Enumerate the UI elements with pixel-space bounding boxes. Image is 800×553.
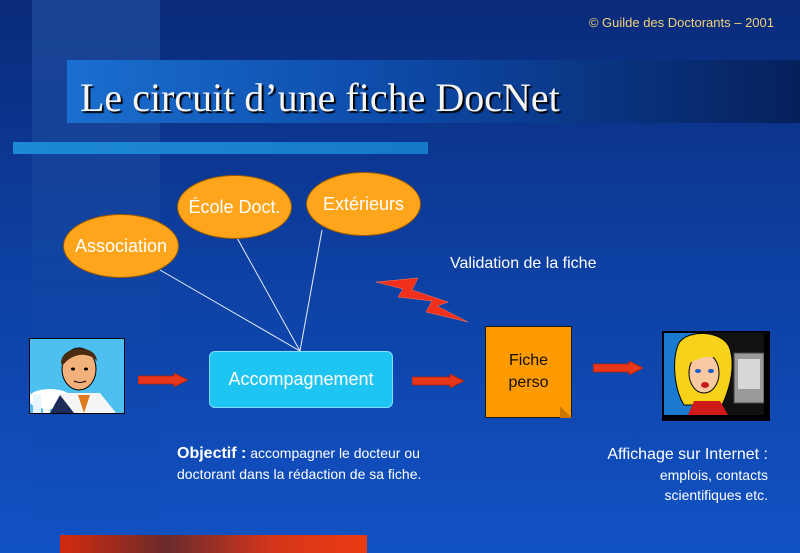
line-association: [159, 269, 301, 352]
objectif-note: Objectif : accompagner le docteur ou doc…: [177, 443, 467, 484]
affichage-note: Affichage sur Internet : emplois, contac…: [508, 444, 768, 505]
oval-association-label: Association: [74, 235, 168, 256]
title-bar: [67, 60, 800, 123]
fiche-perso-document: Fiche perso: [485, 326, 572, 418]
man-portrait-icon: [30, 339, 124, 413]
title-underline: [13, 142, 428, 154]
copyright-text: © Guilde des Doctorants – 2001: [588, 15, 774, 30]
lightning-icon: [375, 277, 469, 323]
accompagnement-box: Accompagnement: [209, 351, 393, 408]
oval-ecole-doct: École Doct.: [177, 175, 292, 239]
woman-computer-icon: [664, 333, 765, 415]
objectif-text: accompagner le docteur ou doctorant dans…: [177, 445, 422, 482]
oval-exterieurs: Extérieurs: [306, 172, 421, 236]
doctor-avatar: [29, 338, 125, 414]
arrow-right-icon: [412, 374, 465, 388]
bottom-accent-bar: [60, 535, 367, 553]
objectif-label: Objectif :: [177, 445, 247, 462]
fiche-label-line1: Fiche: [508, 352, 549, 369]
affichage-label: Affichage sur Internet :: [508, 444, 768, 465]
line-exterieurs: [299, 229, 323, 352]
internet-user-avatar: [662, 331, 770, 421]
line-ecole: [235, 235, 301, 352]
accompagnement-label: Accompagnement: [228, 369, 374, 389]
affichage-line1: emplois, contacts: [659, 467, 768, 483]
validation-label: Validation de la fiche: [450, 255, 597, 272]
oval-ecole-label: École Doct.: [188, 196, 281, 217]
arrow-right-icon: [593, 361, 644, 375]
slide-title: Le circuit d’une fiche DocNet: [80, 75, 560, 120]
oval-association: Association: [63, 214, 179, 278]
oval-exterieurs-label: Extérieurs: [322, 193, 405, 214]
arrow-right-icon: [138, 373, 189, 387]
affichage-line2: scientifiques etc.: [664, 487, 769, 503]
affichage-label-text: Affichage sur Internet :: [607, 446, 768, 463]
fiche-label-line2: perso: [508, 374, 549, 391]
page-fold-icon: [560, 406, 572, 418]
